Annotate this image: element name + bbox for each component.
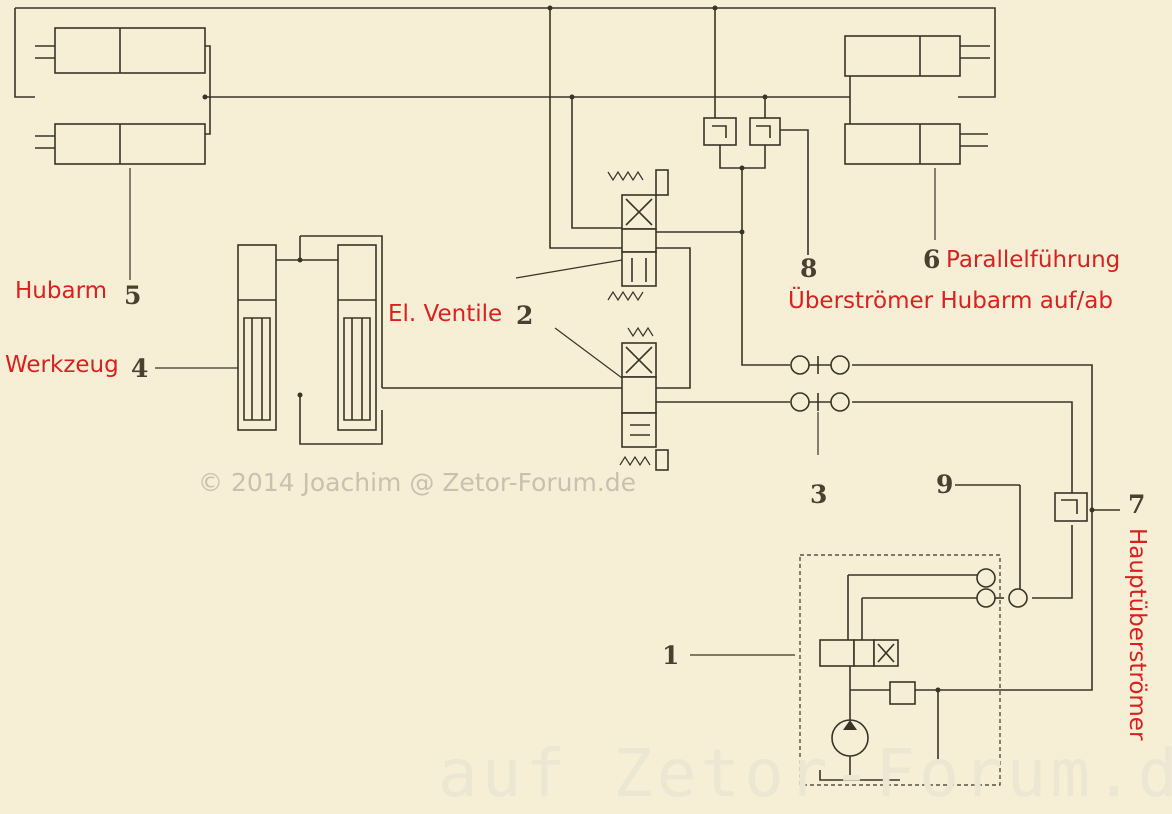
number-6: 6 [923,245,941,274]
number-8: 8 [800,254,818,283]
label-ueberstroemer: Überströmer Hubarm auf/ab [788,288,1113,314]
watermark-text: auf Zetor-Forum.de [438,735,1172,812]
relief-valve-right [749,117,781,146]
relief-valve-left [703,117,737,146]
quick-coupling-upper [790,355,850,375]
number-9: 9 [936,470,954,499]
junction-dots [202,5,1095,693]
hubarm-cylinder-top [35,27,206,74]
label-werkzeug: Werkzeug [5,352,119,378]
number-5: 5 [124,281,142,310]
number-4: 4 [131,354,149,383]
hubarm-cylinder-bottom [35,123,206,165]
hydraulic-lines [14,7,1120,691]
number-1: 1 [662,641,680,670]
parallel-cylinder-top [844,35,990,77]
pump-unit [799,554,1028,786]
quick-coupling-lower [790,392,850,412]
label-hubarm: Hubarm [15,278,108,304]
werkzeug-cylinder-left [237,244,277,431]
label-hauptueberstroemer: Hauptüberströmer [1124,528,1150,741]
parallel-cylinder-bottom [844,123,988,165]
number-2: 2 [516,301,534,330]
label-parallelfuehrung: Parallelführung [946,247,1121,273]
werkzeug-cylinder-right [276,235,383,445]
number-3: 3 [810,480,828,509]
el-valve-lower [619,326,669,471]
el-valve-upper [607,169,669,302]
copyright-text: © 2014 Joachim @ Zetor-Forum.de [198,468,637,497]
number-7: 7 [1128,490,1146,519]
label-el-ventile: El. Ventile [388,301,503,327]
main-relief-valve [1054,492,1088,522]
